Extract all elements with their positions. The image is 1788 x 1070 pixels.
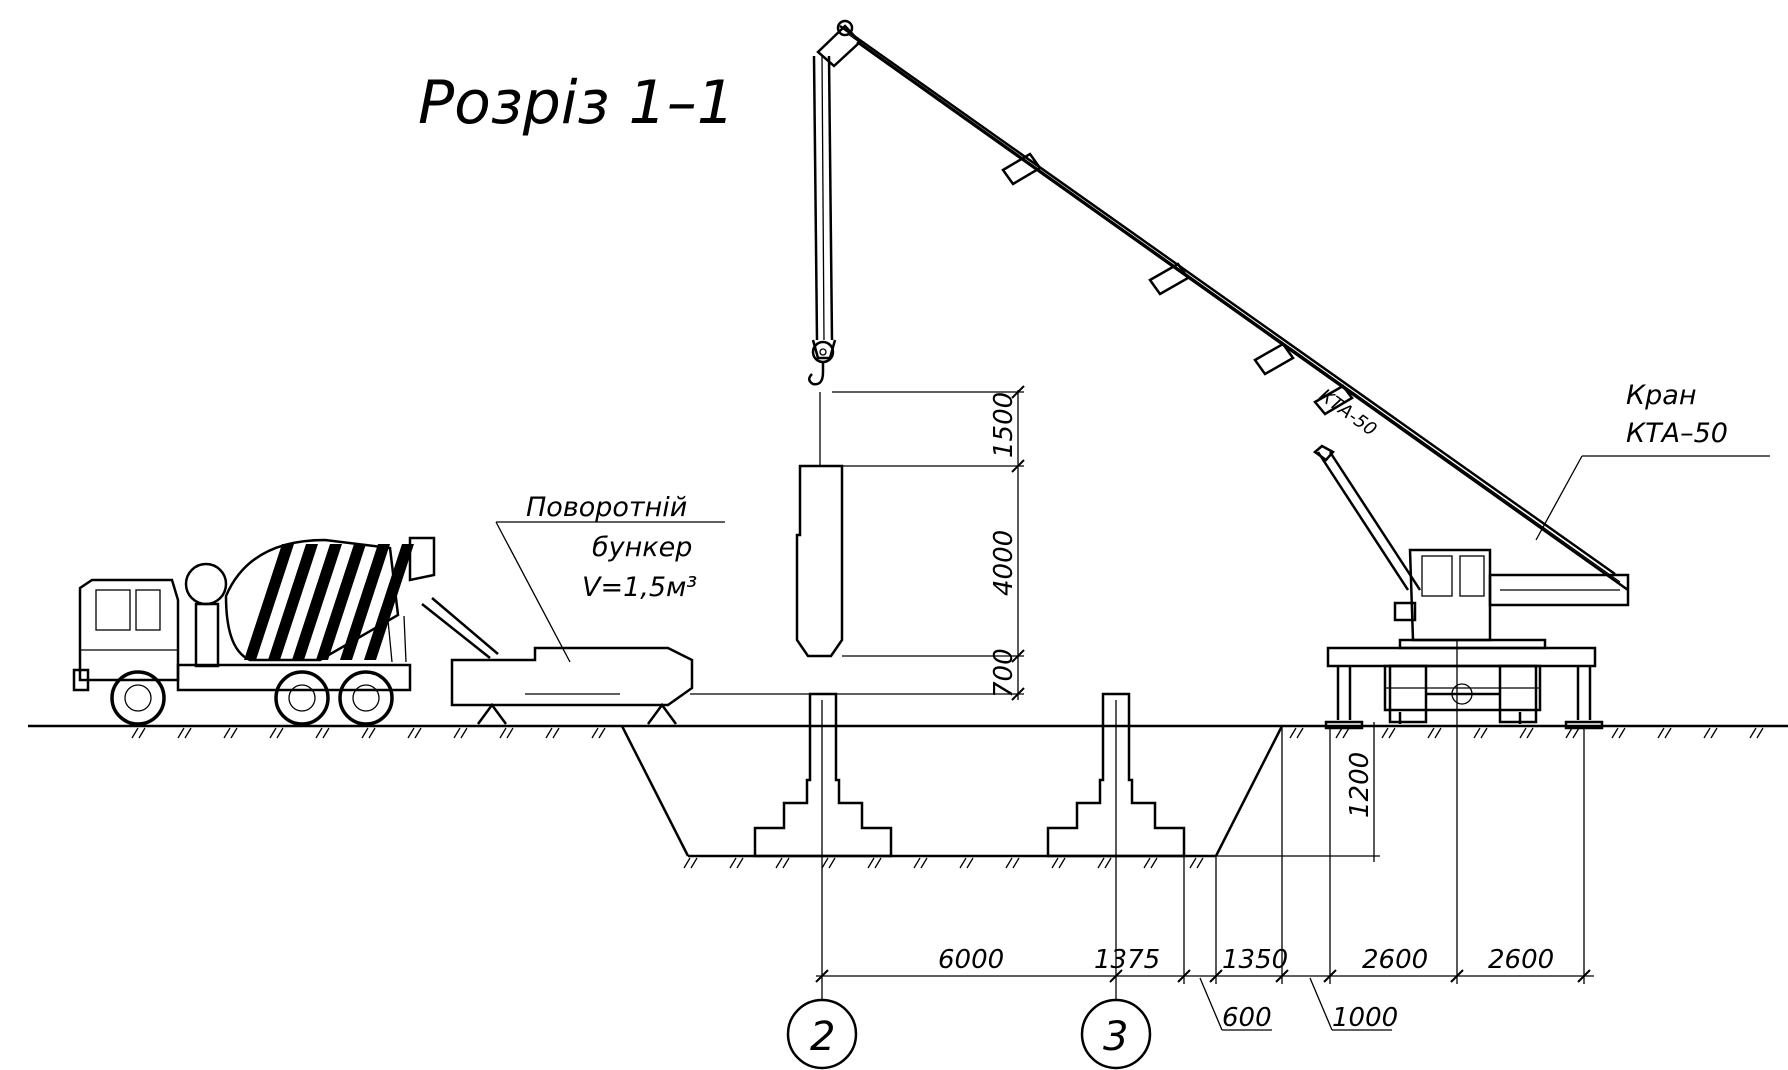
foundation-axis-3 bbox=[1046, 692, 1186, 858]
axis-bubble-2: 2 bbox=[786, 984, 858, 1070]
dim-700: 700 bbox=[989, 648, 1019, 698]
hoist-rope bbox=[811, 55, 837, 360]
dim-2600-b: 2600 bbox=[1488, 945, 1554, 975]
dim-1500: 1500 bbox=[989, 392, 1019, 458]
axis-label-2: 2 bbox=[810, 1014, 835, 1060]
axis-bubble-3: 3 bbox=[1080, 984, 1152, 1070]
hopper-label: Поворотній бункер V=1,5м³ bbox=[495, 492, 725, 663]
concrete-mixer-truck bbox=[72, 536, 499, 726]
hopper-label-line-2: бункер bbox=[592, 532, 692, 563]
crane-label: Кран КТА–50 bbox=[1535, 380, 1770, 541]
axis-label-3: 3 bbox=[1103, 1014, 1128, 1060]
dim-4000: 4000 bbox=[989, 530, 1019, 596]
crane-vehicle bbox=[1312, 444, 1630, 730]
section-title: Розріз 1–1 bbox=[418, 68, 735, 138]
dim-6000: 6000 bbox=[938, 945, 1004, 975]
pit-depth-dimension: 1200 bbox=[1216, 722, 1380, 862]
dim-2600-a: 2600 bbox=[1362, 945, 1428, 975]
crane-label-line-1: Кран bbox=[1626, 380, 1697, 411]
crane-hook bbox=[808, 340, 835, 386]
horizontal-dimensions: 6000 1375 1350 2600 2600 600 1000 bbox=[815, 640, 1594, 1033]
dim-1375: 1375 bbox=[1094, 945, 1160, 975]
dim-1350: 1350 bbox=[1222, 945, 1288, 975]
dim-1000: 1000 bbox=[1332, 1003, 1398, 1033]
dim-1200: 1200 bbox=[1345, 752, 1375, 818]
suspended-column bbox=[795, 392, 844, 658]
crane-boom: КТА-50 bbox=[816, 19, 1629, 592]
dim-600: 600 bbox=[1222, 1003, 1272, 1033]
hopper-label-line-1: Поворотній bbox=[526, 492, 687, 523]
vertical-dimensions: 1500 4000 700 bbox=[690, 385, 1025, 701]
hopper-label-line-3: V=1,5м³ bbox=[582, 572, 697, 603]
ground-line bbox=[28, 724, 1788, 739]
crane-label-line-2: КТА–50 bbox=[1626, 418, 1728, 449]
rotary-hopper bbox=[450, 646, 694, 725]
foundation-axis-2 bbox=[753, 692, 893, 858]
